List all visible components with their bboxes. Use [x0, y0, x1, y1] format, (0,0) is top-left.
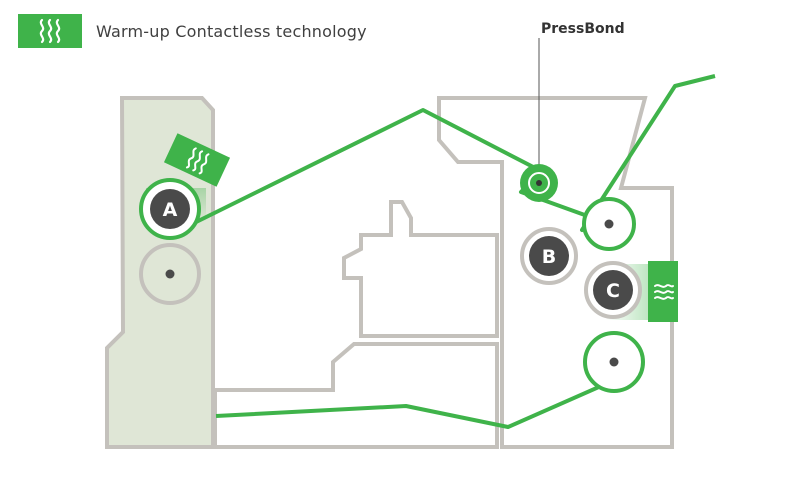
idler-roller-left [139, 243, 201, 305]
roller-b-label: B [542, 246, 556, 268]
heater-c-waves-icon [654, 284, 674, 300]
heater-a [163, 133, 231, 187]
heat-waves-icon [39, 18, 61, 44]
pressbond-roller [520, 164, 558, 202]
heater-a-waves-icon [185, 147, 210, 175]
legend: Warm-up Contactless technology [18, 13, 367, 49]
central-body-frame [213, 342, 499, 449]
pressbond-label: PressBond [541, 21, 625, 37]
roller-a-label: A [163, 199, 178, 221]
web-path-upper [183, 74, 716, 232]
legend-swatch [18, 14, 82, 48]
roller-a: A [139, 178, 201, 240]
right-module-frame [437, 96, 674, 449]
roller-c: C [584, 261, 642, 319]
heater-c [648, 261, 678, 322]
web-path-lower [215, 366, 643, 429]
idler-roller-lower-right [583, 331, 645, 393]
legend-label: Warm-up Contactless technology [96, 21, 367, 41]
central-block-frame [342, 200, 499, 338]
roller-b: B [520, 227, 578, 285]
roller-c-label: C [606, 280, 620, 302]
idler-roller-upper-right [582, 197, 636, 251]
